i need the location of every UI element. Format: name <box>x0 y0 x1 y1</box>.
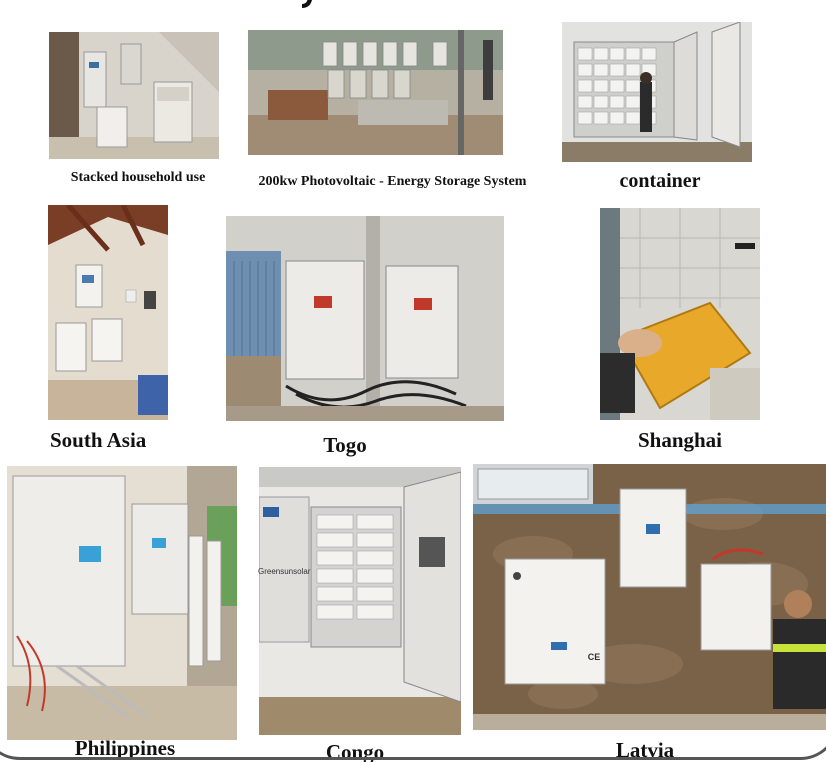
caption-latvia: Latvia <box>615 738 675 762</box>
caption-congo: Congo <box>325 740 385 762</box>
caption-philippines: Philippines <box>74 736 176 760</box>
photo-latvia <box>473 464 826 730</box>
photo-200kw-pv-ess <box>248 30 503 155</box>
caption-togo: Togo <box>323 433 367 457</box>
cabinet-brand-label: Greensunsolar <box>258 567 311 576</box>
photo-philippines <box>7 466 237 740</box>
photo-container <box>562 22 752 162</box>
title-fragment <box>298 0 322 10</box>
photo-shanghai <box>600 208 760 420</box>
photo-togo <box>226 216 504 421</box>
caption-shanghai: Shanghai <box>637 428 723 452</box>
caption-200kw-pv-ess: 200kw Photovoltaic - Energy Storage Syst… <box>258 174 527 189</box>
caption-south-asia: South Asia <box>50 428 147 452</box>
photo-stacked-household <box>49 32 219 159</box>
photo-congo <box>259 467 461 735</box>
caption-container: container <box>619 170 701 192</box>
photo-south-asia <box>48 205 168 420</box>
title-glyph-fragment <box>302 0 312 8</box>
caption-stacked-household: Stacked household use <box>70 170 206 185</box>
cabinet-ce-mark: CE <box>587 652 601 662</box>
